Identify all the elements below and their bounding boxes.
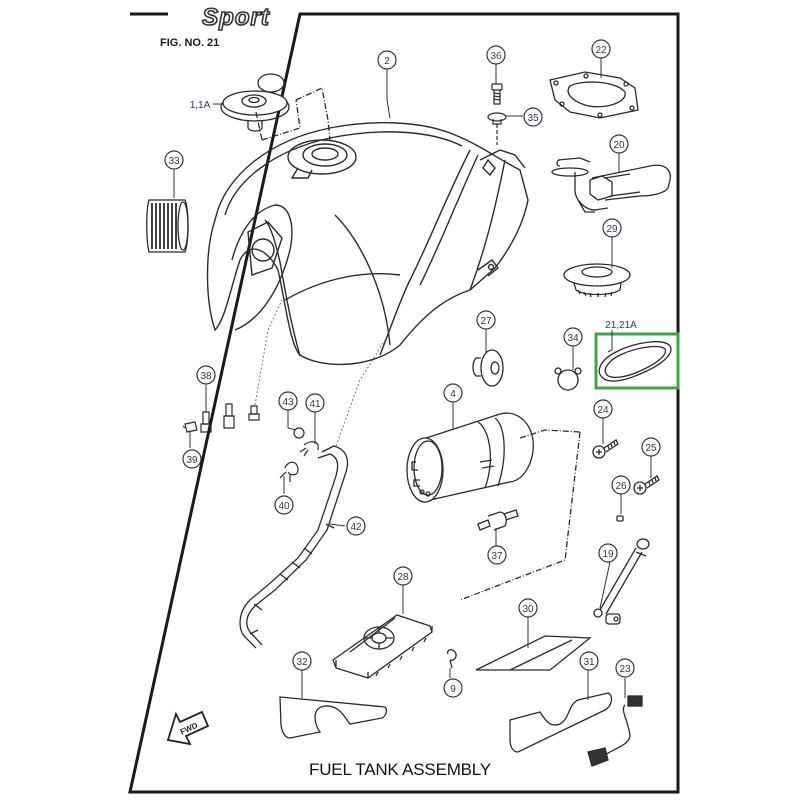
callout-circle-32	[292, 651, 312, 671]
part-36-bolt[interactable]	[491, 83, 503, 105]
part-41-clamp[interactable]	[299, 441, 319, 457]
highlight-box	[594, 332, 680, 390]
part-32-cover[interactable]	[279, 696, 388, 739]
callout-2[interactable]: 2	[384, 56, 390, 67]
callout-circle-34	[563, 327, 583, 347]
callout-34[interactable]: 34	[567, 333, 579, 344]
diagram-frame	[128, 12, 680, 794]
callout-28[interactable]: 28	[397, 572, 409, 583]
part-31-cover[interactable]	[509, 692, 613, 753]
callout-circle-35	[523, 107, 543, 127]
part-37-check-valve[interactable]	[477, 509, 519, 531]
callout-43[interactable]: 43	[282, 397, 294, 408]
leader-lines	[173, 58, 652, 700]
callout-circle-25	[641, 437, 661, 457]
callout-circle-39	[182, 449, 202, 469]
part-42-fuel-hose[interactable]	[239, 445, 349, 649]
part-23-fuel-sensor[interactable]	[587, 695, 643, 767]
callout-4[interactable]: 4	[450, 389, 456, 400]
part-28-pad[interactable]	[332, 614, 433, 679]
callout-circle-37	[487, 545, 507, 565]
part-26-nut[interactable]	[616, 515, 624, 522]
callout-33[interactable]: 33	[168, 156, 180, 167]
callout-27[interactable]: 27	[480, 316, 492, 327]
callout-40[interactable]: 40	[278, 501, 290, 512]
callout-circle-29	[602, 218, 622, 238]
callout-36[interactable]: 36	[490, 51, 502, 62]
part-19-breather-pipe[interactable]	[593, 538, 650, 625]
callout-circle-19	[598, 543, 618, 563]
callout-circle-22	[591, 39, 611, 59]
part-43-nut[interactable]	[293, 427, 305, 439]
callout-19[interactable]: 19	[602, 549, 614, 560]
callout-circle-24	[593, 399, 613, 419]
callouts	[164, 39, 661, 698]
callout-23[interactable]: 23	[619, 664, 631, 675]
callout-circle-26	[611, 475, 631, 495]
part-20-fuel-pump[interactable]	[551, 157, 671, 213]
sport-logo: Sport	[201, 3, 270, 32]
callout-circle-23	[615, 658, 635, 678]
callout-35[interactable]: 35	[527, 113, 539, 124]
part-1-fuel-cap[interactable]	[220, 73, 331, 141]
callout-26[interactable]: 26	[615, 481, 627, 492]
part-29-grommet[interactable]	[563, 263, 631, 298]
callout-24[interactable]: 24	[597, 405, 609, 416]
part-25-screw[interactable]	[633, 475, 660, 495]
callout-circle-41	[305, 393, 325, 413]
part-33-rubber-ring[interactable]	[146, 199, 189, 253]
part-2-fuel-tank[interactable]	[206, 121, 529, 366]
callout-circle-30	[518, 598, 538, 618]
part-35-washer[interactable]	[487, 112, 507, 145]
callout-9[interactable]: 9	[450, 684, 456, 695]
callout-circle-42	[346, 516, 366, 536]
callout-circle-31	[579, 651, 599, 671]
callout-circle-33	[164, 150, 184, 170]
callout-30[interactable]: 30	[522, 604, 534, 615]
callout-41[interactable]: 41	[309, 399, 321, 410]
diagram-title: FUEL TANK ASSEMBLY	[309, 760, 491, 779]
callout-circle-27	[476, 310, 496, 330]
callout-25[interactable]: 25	[645, 443, 657, 454]
callout-circle-4	[443, 383, 463, 403]
bolt-guide-line	[254, 299, 283, 406]
part-9-clip[interactable]	[446, 649, 457, 669]
callout-circle-43	[278, 391, 298, 411]
figure-number: FIG. NO. 21	[160, 37, 220, 49]
callout-32[interactable]: 32	[296, 657, 308, 668]
part-40-clamp[interactable]	[279, 461, 299, 482]
part-4-fuel-filter[interactable]	[406, 412, 581, 601]
callout-circle-28	[393, 566, 413, 586]
hose-guide-line	[335, 339, 386, 447]
callout-circle-36	[486, 45, 506, 65]
callout-22[interactable]: 22	[595, 45, 607, 56]
svg-text:Sport: Sport	[202, 4, 270, 31]
fwd-arrow-icon: FWD	[166, 710, 210, 746]
part-38-bolts[interactable]	[200, 403, 260, 433]
callout-circle-20	[609, 134, 629, 154]
part-21-o-ring[interactable]	[598, 341, 672, 382]
callout-labels: 2 36 35 22 20 29 27 34 4 24 25 26 37 19 …	[168, 45, 657, 695]
callout-39[interactable]: 39	[186, 455, 198, 466]
callout-circle-38	[196, 365, 216, 385]
callout-42[interactable]: 42	[350, 522, 362, 533]
callout-37[interactable]: 37	[491, 551, 503, 562]
part-30-cover[interactable]	[475, 635, 592, 671]
callout-31[interactable]: 31	[583, 657, 595, 668]
part-24-screw[interactable]	[592, 439, 619, 459]
part-27-damper[interactable]	[472, 349, 504, 387]
callout-circle-9	[443, 678, 463, 698]
callout-21-21a[interactable]: 21,21A	[605, 320, 637, 331]
callout-1-1a[interactable]: 1,1A	[190, 100, 211, 111]
callout-29[interactable]: 29	[606, 224, 618, 235]
part-22-gasket[interactable]	[549, 71, 639, 119]
part-39-clip-nut[interactable]	[182, 421, 198, 433]
callout-circle-2	[377, 50, 397, 70]
callout-38[interactable]: 38	[200, 371, 212, 382]
part-34-clamp[interactable]	[554, 367, 582, 391]
callout-20[interactable]: 20	[613, 140, 625, 151]
callout-circle-40	[274, 495, 294, 515]
